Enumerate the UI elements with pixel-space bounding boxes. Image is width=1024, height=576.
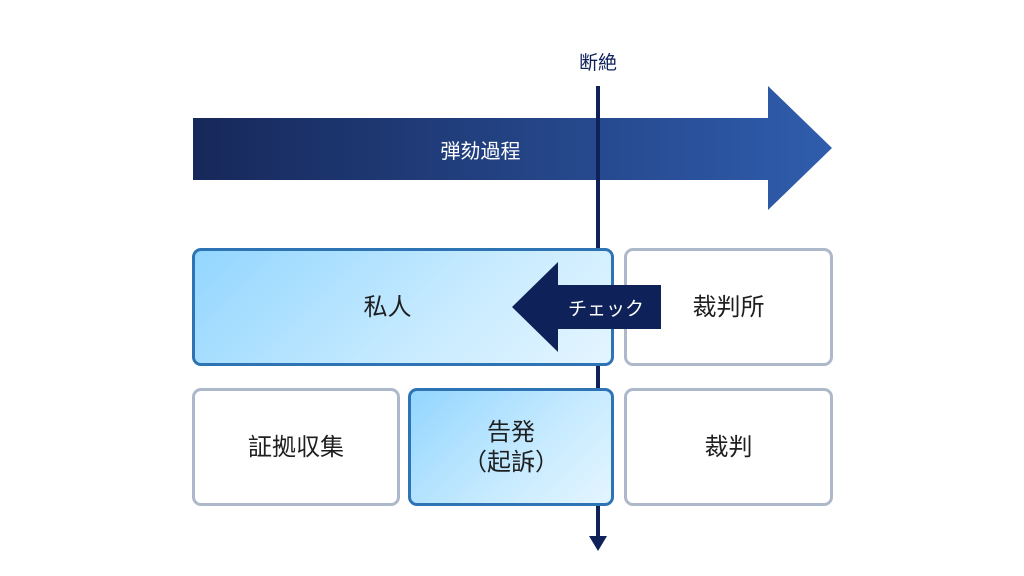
check-arrow-label: チェック (567, 297, 644, 320)
disconnection-label: 断絶 (578, 51, 617, 74)
check-arrow-shape (512, 262, 661, 352)
court-box-label: 裁判所 (692, 293, 765, 321)
trial-box-label: 裁判 (704, 433, 753, 461)
prosecution-box-label: 告発 （起訴） (463, 418, 559, 476)
trial-box: 裁判 (624, 388, 833, 506)
process-arrow-label: 弾劾過程 (440, 138, 521, 163)
prosecution-box: 告発 （起訴） (408, 388, 614, 506)
process-arrow-shape (193, 86, 832, 210)
evidence-box: 証拠収集 (192, 388, 400, 506)
disconnection-line-arrowhead (589, 536, 607, 551)
evidence-box-label: 証拠収集 (248, 433, 344, 461)
private-box-label: 私人 (363, 293, 412, 321)
